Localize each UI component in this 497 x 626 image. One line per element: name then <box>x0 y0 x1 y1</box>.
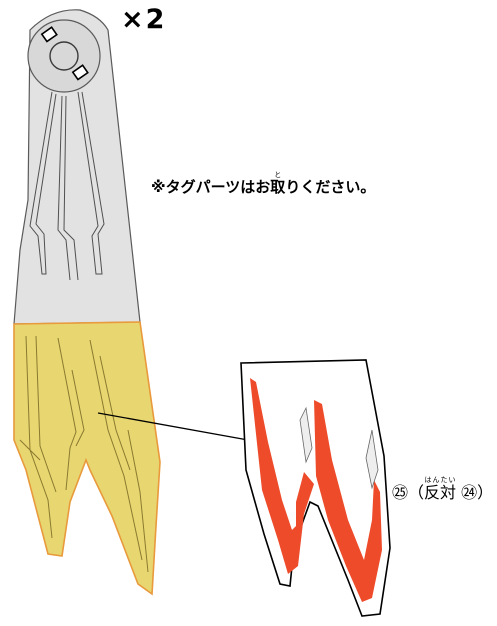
part-label-after: ㉔） <box>456 483 494 502</box>
part-label-kanji-reading: はんたい <box>424 476 457 484</box>
handle-panel-lines <box>29 91 105 281</box>
part-label-ruby: 反対はんたい <box>424 477 457 502</box>
part-number-label: ㉕（反対はんたい ㉔） <box>392 476 493 501</box>
tag-removal-note: ※タグパーツはお取とりください。 <box>151 171 375 195</box>
quantity-label: ×2 <box>121 4 167 35</box>
blade-engraving <box>19 335 149 573</box>
tag-tab-top <box>40 26 58 43</box>
leader-line <box>97 412 249 441</box>
center-ring <box>49 41 79 71</box>
part-label-before: ㉕（ <box>392 483 425 502</box>
sticker-silver-1 <box>299 406 313 464</box>
note-text-after: りください。 <box>285 178 376 196</box>
sticker-red-right <box>314 400 382 602</box>
blade-body <box>13 321 161 596</box>
note-kanji-reading: と <box>270 171 286 179</box>
part-label-kanji: 反対 <box>424 483 457 502</box>
tag-tab-bottom <box>71 64 89 81</box>
sticker-red-left <box>250 378 314 574</box>
note-ruby: 取と <box>270 172 286 196</box>
handle-body <box>13 9 141 325</box>
note-text-before: ※タグパーツはお <box>151 178 271 196</box>
note-kanji: 取 <box>270 178 286 196</box>
sticker-silver-2 <box>365 429 379 490</box>
